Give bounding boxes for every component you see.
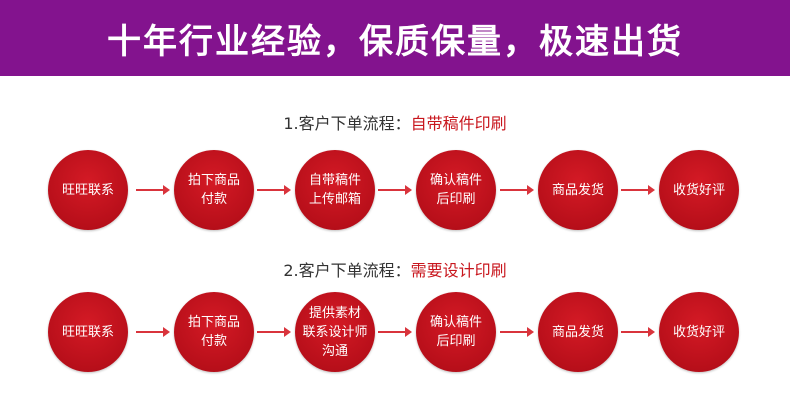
arrow-right-icon (257, 327, 291, 337)
step-label: 拍下商品 (187, 173, 240, 188)
header-banner (0, 0, 790, 76)
process-2-step-5: 商品发货 (538, 292, 618, 372)
process-2-step-3: 提供素材 联系设计师 沟通 (295, 292, 375, 372)
step-label: 沟通 (321, 343, 348, 359)
arrow-right-icon (500, 185, 534, 195)
step-label: 自带稿件 (308, 173, 361, 188)
arrow-right-icon (136, 327, 170, 337)
banner-title: 十年行业经验，保质保量，极速出货 (107, 21, 683, 62)
process-1-prefix: 1.客户下单流程： (283, 114, 411, 133)
step-label: 收货好评 (672, 324, 725, 340)
step-label: 联系设计师 (302, 324, 368, 340)
step-label: 商品发货 (551, 182, 604, 198)
step-label: 拍下商品 (187, 315, 240, 330)
arrow-right-icon (136, 185, 170, 195)
process-1-step-1: 旺旺联系 (48, 150, 128, 230)
step-label: 上传邮箱 (308, 192, 361, 207)
step-label: 后印刷 (436, 334, 476, 349)
step-label: 收货好评 (672, 182, 725, 198)
arrow-right-icon (378, 185, 412, 195)
process-1-step-2: 拍下商品 付款 (174, 150, 254, 230)
process-1-step-4: 确认稿件 后印刷 (416, 150, 496, 230)
arrow-right-icon (378, 327, 412, 337)
arrow-right-icon (621, 185, 655, 195)
arrow-right-icon (257, 185, 291, 195)
step-label: 后印刷 (436, 192, 476, 207)
process-2-step-1: 旺旺联系 (48, 292, 128, 372)
process-2-title: 2.客户下单流程：需要设计印刷 (0, 257, 790, 281)
process-1-step-3: 自带稿件 上传邮箱 (295, 150, 375, 230)
process-2-prefix: 2.客户下单流程： (283, 261, 411, 280)
process-1-step-6: 收货好评 (659, 150, 739, 230)
process-2-step-6: 收货好评 (659, 292, 739, 372)
step-label: 付款 (200, 192, 227, 207)
process-2-step-2: 拍下商品 付款 (174, 292, 254, 372)
process-1-title: 1.客户下单流程：自带稿件印刷 (0, 110, 790, 134)
process-2-highlight: 需要设计印刷 (410, 261, 507, 280)
process-2-flow: 旺旺联系 拍下商品 付款 提供素材 联系设计师 沟通 确认稿件 后印刷 商品发货… (0, 292, 790, 372)
process-1-highlight: 自带稿件印刷 (410, 114, 507, 133)
step-label: 商品发货 (551, 324, 604, 340)
step-label: 付款 (200, 334, 227, 349)
arrow-right-icon (500, 327, 534, 337)
process-2-step-4: 确认稿件 后印刷 (416, 292, 496, 372)
process-1-flow: 旺旺联系 拍下商品 付款 自带稿件 上传邮箱 确认稿件 后印刷 商品发货 收货好… (0, 150, 790, 230)
step-label: 确认稿件 (429, 173, 482, 188)
step-label: 旺旺联系 (61, 182, 114, 198)
process-1-step-5: 商品发货 (538, 150, 618, 230)
arrow-right-icon (621, 327, 655, 337)
step-label: 旺旺联系 (61, 324, 114, 340)
step-label: 提供素材 (308, 305, 361, 321)
step-label: 确认稿件 (429, 315, 482, 330)
